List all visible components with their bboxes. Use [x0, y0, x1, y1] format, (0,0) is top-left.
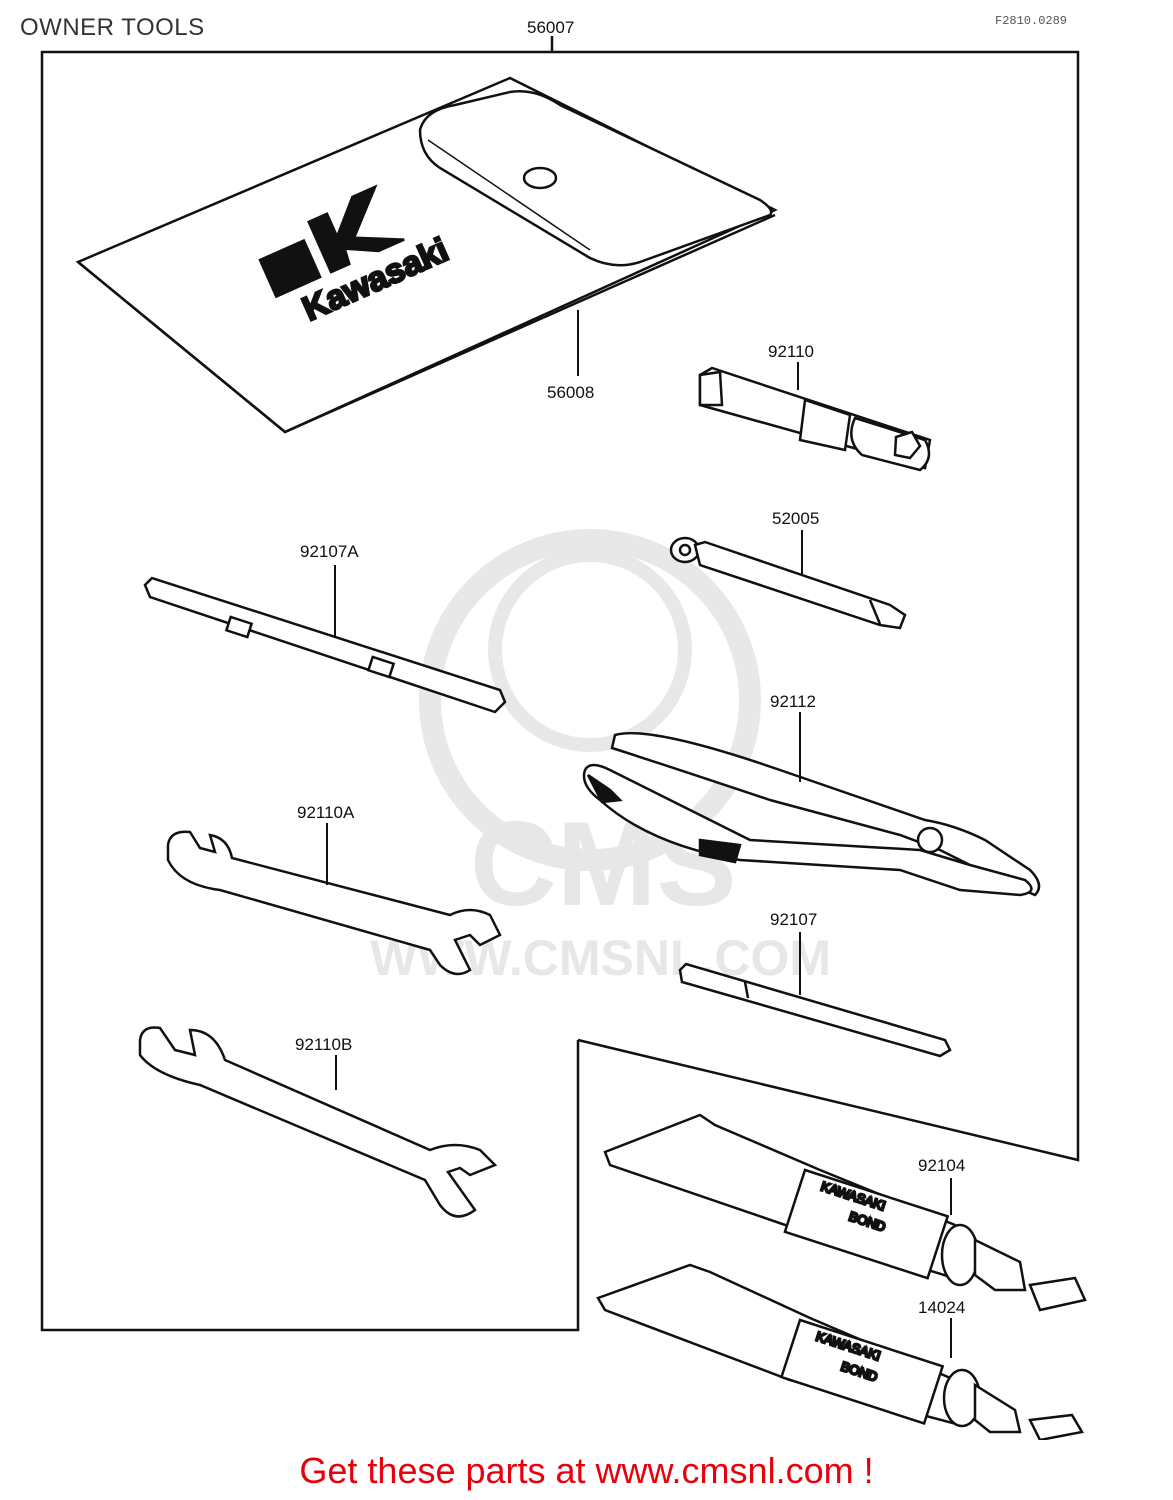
part-number-92110a: 92110A: [297, 803, 355, 822]
screwdriver-double-drawing: [143, 576, 507, 714]
wrench-a-drawing: [166, 830, 502, 976]
footer-link[interactable]: Get these parts at www.cmsnl.com !: [299, 1450, 874, 1491]
bond-tube-a-drawing: KAWASAKI BOND: [603, 1113, 1087, 1312]
part-number-52005: 52005: [772, 509, 819, 528]
screwdriver-drawing: [678, 962, 952, 1058]
part-number-92104: 92104: [918, 1156, 965, 1175]
pliers-drawing: [582, 731, 1041, 897]
bond-tube-b-drawing: KAWASAKI BOND: [596, 1263, 1084, 1440]
parts-diagram: CMS WWW.CMSNL.COM Kawasaki: [40, 18, 1087, 1440]
leader-lines: [326, 310, 952, 1358]
part-number-92112: 92112: [770, 692, 816, 711]
part-number-56008: 56008: [547, 383, 594, 402]
part-number-92107a: 92107A: [300, 542, 359, 561]
page-title: OWNER TOOLS: [20, 14, 205, 41]
tool-bag-drawing: Kawasaki: [75, 76, 778, 434]
kit-boundary: [40, 36, 1080, 1332]
reference-code: F2810.0289: [995, 14, 1068, 28]
part-number-92110: 92110: [768, 342, 814, 361]
part-number-14024: 14024: [918, 1298, 965, 1317]
part-number-56007: 56007: [527, 18, 574, 37]
spark-plug-wrench-drawing: [698, 366, 932, 472]
cms-watermark: CMS WWW.CMSNL.COM: [370, 529, 831, 986]
handle-drawing: [669, 536, 907, 630]
wrench-b-drawing: [138, 1026, 498, 1218]
part-number-92107: 92107: [770, 910, 817, 929]
part-number-92110b: 92110B: [295, 1035, 352, 1054]
